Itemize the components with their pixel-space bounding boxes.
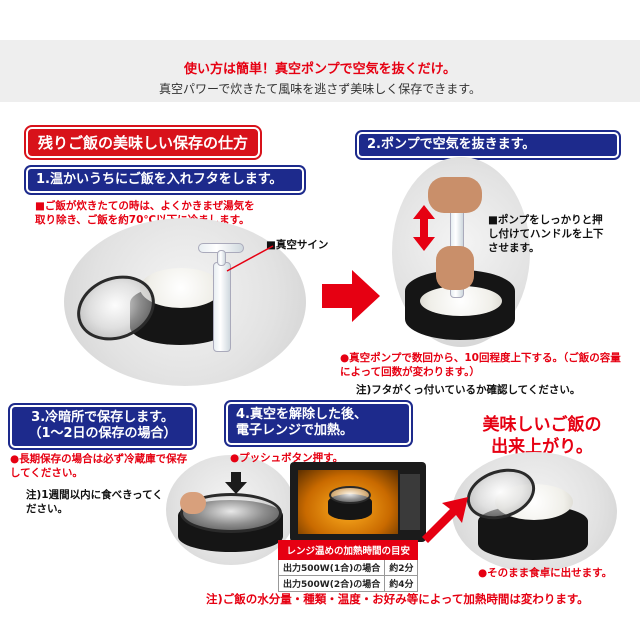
arrow-right-icon (322, 270, 380, 322)
table-row: 出力500W(2合)の場合 約4分 (277, 575, 419, 592)
heating-row-label: 出力500W(1合)の場合 (277, 559, 386, 576)
result-line2: 出来上がり。 (491, 437, 593, 458)
step2-side-note: ■ポンプをしっかりと押し付けてハンドルを上下させます。 (488, 214, 604, 255)
step4-red-note: ●プッシュボタン押す。 (230, 452, 344, 464)
vacuum-pump (213, 262, 231, 352)
finger (180, 492, 206, 514)
table-row: 出力500W(1合)の場合 約2分 (277, 559, 419, 576)
step2-red-note: ●真空ポンプで数回から、10回程度上下する。（ご飯の容量によって回数が変わります… (340, 352, 621, 379)
heating-table-header: レンジ温めの加熱時間の目安 (277, 540, 419, 560)
arrow-down-icon (225, 472, 247, 494)
vacuum-sign-pointer (226, 245, 274, 272)
footer-note: 注)ご飯の水分量・種類・温度・お好み等によって加熱時間は変わります。 (206, 592, 589, 606)
step3-title-line2: （1～2日の保存の場合） (28, 426, 177, 442)
arrow-up-right-icon (422, 497, 468, 543)
up-down-arrow-icon (413, 205, 435, 251)
heating-row-value: 約4分 (384, 575, 419, 592)
step4-title-line1: 4.真空を解除した後、 (236, 407, 367, 422)
step3-black-note: 注)1週間以内に食べきってください。 (26, 489, 163, 516)
step4-title: 4.真空を解除した後、 電子レンジで加熱。 (226, 402, 411, 445)
microwave-panel (400, 474, 420, 530)
heating-time-table: レンジ温めの加熱時間の目安 出力500W(1合)の場合 約2分 出力500W(2… (277, 540, 419, 592)
hand-top (428, 177, 482, 213)
step1-title: 1.温かいうちにご飯を入れフタをします。 (26, 167, 304, 194)
subline: 真空パワーで炊きたて風味を逃さず美味しく保存できます。 (158, 82, 482, 96)
pump-rod (217, 250, 226, 266)
result-heading: 美味しいご飯の 出来上がり。 (462, 414, 622, 458)
step2-title: 2.ポンプで空気を抜きます。 (357, 132, 619, 159)
result-note: ●そのまま食卓に出せます。 (478, 567, 613, 579)
hand-bottom (436, 246, 474, 290)
headline: 使い方は簡単！真空ポンプで空気を抜くだけ。 (184, 62, 456, 77)
section-title: 残りご飯の美味しい保存の仕方 (26, 127, 261, 158)
step2-black-note: 注)フタがくっ付いているか確認してください。 (356, 384, 581, 396)
lid-in-microwave (329, 486, 371, 504)
header-banner (0, 40, 640, 102)
heating-row-value: 約2分 (384, 559, 419, 576)
heating-row-label: 出力500W(2合)の場合 (277, 575, 386, 592)
step3-title-line1: 3.冷暗所で保存します。 (31, 410, 174, 425)
step4-title-line2: 電子レンジで加熱。 (236, 423, 354, 439)
result-line1: 美味しいご飯の (482, 415, 602, 435)
vacuum-sign-label: ■真空サイン (266, 239, 329, 251)
step3-title: 3.冷暗所で保存します。 （1～2日の保存の場合） (10, 405, 195, 448)
step3-red-note: ●長期保存の場合は必ず冷蔵庫で保存してください。 (10, 453, 188, 480)
